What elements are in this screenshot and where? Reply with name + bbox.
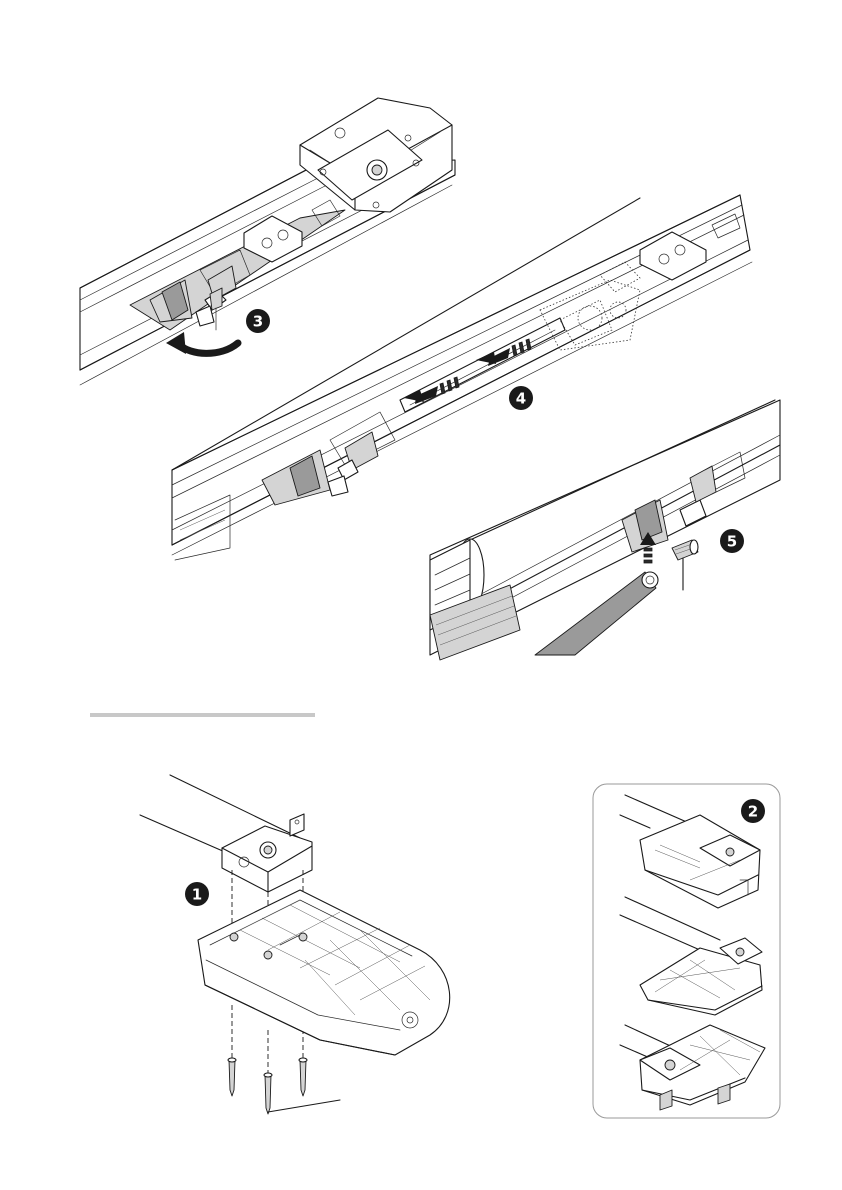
section-divider — [90, 713, 315, 717]
step-marker-3: 3 — [246, 309, 270, 333]
baseplate-assembly-step-1 — [140, 775, 450, 1114]
svg-text:5: 5 — [727, 533, 737, 551]
step-marker-5: 5 — [720, 529, 744, 553]
svg-text:1: 1 — [192, 886, 202, 904]
svg-text:4: 4 — [516, 390, 526, 408]
step-marker-2: 2 — [741, 799, 765, 823]
screw — [228, 1058, 236, 1096]
screw — [264, 1073, 272, 1114]
inset-panel-step-2 — [593, 784, 780, 1118]
svg-text:2: 2 — [748, 803, 758, 821]
rail-assembly-step-3 — [80, 98, 455, 385]
step-marker-1: 1 — [185, 882, 209, 906]
step-marker-4: 4 — [509, 386, 533, 410]
screw — [299, 1058, 307, 1096]
svg-text:3: 3 — [253, 313, 263, 331]
